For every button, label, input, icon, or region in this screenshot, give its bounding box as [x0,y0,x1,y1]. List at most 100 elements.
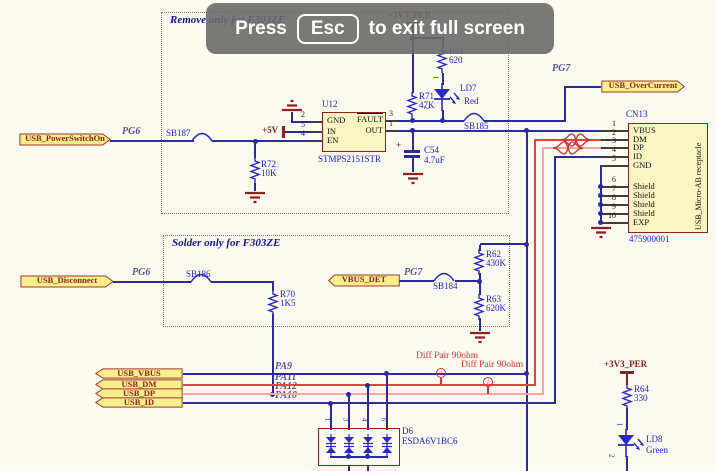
cn13-pin4-lead [600,156,628,158]
wire-r61-ld7 [442,73,444,85]
diffpair-annotation-1: Diff Pair 90ohm [416,351,479,361]
port-vbus-det-label: VBUS_DET [341,274,387,284]
resistor-r62[interactable] [473,249,485,275]
cn13-pin3-lead [600,147,628,149]
fullscreen-toast: Press Esc to exit full screen [206,3,554,54]
ld8-ref: LD8 [646,434,663,444]
u12-pin2-number: 2 [301,110,305,119]
u12-pin1-lead [386,130,398,132]
port-usb-disconnect-label: USB_Disconnect [36,275,98,285]
wire-r62-stub [479,245,481,251]
u12-ref: U12 [322,99,338,109]
port-usb-id[interactable]: USB_ID [95,397,183,408]
wire-en-1 [110,140,194,142]
port-usb-overcurrent[interactable]: USB_OverCurrent [601,80,685,93]
diffpair-directive-1[interactable]: i [436,368,446,378]
wire-cn13-dm [535,139,601,141]
gnd-symbol-r72 [243,191,267,205]
port-usb-vbus-label: USB_VBUS [117,368,161,378]
cn13-pin-vbus: VBUS [633,125,656,135]
r72-ref: R72 [261,159,277,169]
cn13-pin-exp: EXP [633,217,650,227]
wire-out-vbus [398,130,601,132]
junction-d6-id [328,401,333,406]
net-label-pa9: PA9 [275,361,293,372]
cn13-pin-dm: DM [633,134,647,144]
junction-shield-8 [598,202,603,207]
port-usb-overcurrent-label: USB_OverCurrent [608,80,678,90]
cn13-pin10-lead [600,222,628,224]
wire-dp-riser [542,147,544,395]
component-u12[interactable] [322,112,386,152]
net-label-pa12: PA12 [275,381,298,392]
c54-ref: C54 [424,145,440,155]
cn13-pin-id: ID [633,151,642,161]
r64-value: 330 [634,393,648,403]
r72-value: 10K [261,168,277,178]
cap-c54-plate1[interactable] [404,150,420,153]
r62-value: 430K [486,258,506,268]
component-d6-box[interactable] [318,428,400,466]
port-vbus-det[interactable]: VBUS_DET [328,274,400,287]
led-ld7[interactable] [432,83,460,111]
port-usb-powerswitchon[interactable]: USB_PowerSwitchOn [19,133,111,146]
sb184-label: SB184 [433,281,458,291]
d6-ref: D6 [402,426,413,436]
sb186-label: SB186 [186,269,211,279]
port-usb-dp[interactable]: USB_DP [95,388,183,399]
port-usb-dm[interactable]: USB_DM [95,379,183,390]
resistor-r71[interactable] [406,92,418,118]
wire-en-2 [212,140,310,142]
d6-internal-rail [330,456,388,458]
wire-r70-top [272,281,274,291]
d6-diode-pair-3 [361,434,375,456]
ld7-pin2-number: 2 [422,105,431,110]
wire-disc-2 [211,281,274,283]
gnd-symbol-c54 [401,172,425,186]
junction-shield-7 [598,193,603,198]
resistor-r64[interactable] [621,384,633,410]
resistor-r63[interactable] [473,294,485,320]
cn13-pin-shield1: Shield [633,181,655,191]
wire-ld7-fault [442,110,444,122]
port-usb-dm-label: USB_DM [121,379,157,389]
cn13-ref: CN13 [626,109,648,119]
wire-id-riser [554,156,556,404]
wire-r63-bot [479,318,481,331]
component-cn13[interactable] [628,123,708,233]
c54-value: 4.7uF [424,155,445,165]
u12-pin3-number: 3 [389,109,393,118]
wire-5v-in [285,131,310,133]
power-5v-label: +5V [262,125,279,135]
port-usb-vbus[interactable]: USB_VBUS [95,368,183,379]
r71-value: 47K [419,100,435,110]
cn13-pin1-number: 1 [612,119,616,128]
wire-r72-bottom [254,183,256,191]
region-solder-only-label: Solder only for F303ZE [172,237,281,249]
net-label-pa10: PA10 [275,390,298,401]
port-usb-disconnect[interactable]: USB_Disconnect [20,275,114,288]
cn13-pin10-number: 10 [608,211,616,220]
cn13-pin9-number: 9 [612,202,616,211]
diffpair-annotation-2: Diff Pair 90ohm [461,360,524,370]
wire-r62-top-h [480,243,527,245]
cn13-pin2-number: 2 [612,128,616,137]
junction-d6-vbus [384,371,389,376]
resistor-r72[interactable] [249,157,261,183]
junction-d6-rail-2 [365,454,370,459]
net-label-pg6-bottom: PG6 [132,267,151,278]
cap-c54-plate2[interactable] [404,155,420,158]
diffpair-stub-1 [440,378,442,385]
resistor-r70[interactable] [267,290,279,316]
u12-pin-out: OUT [365,125,383,135]
d6-diode-pair-1 [324,434,338,456]
diffpair-directive-2[interactable]: i [483,377,493,387]
solder-bridge-sb187[interactable] [191,132,213,142]
cn13-pin-shield2: Shield [633,190,655,200]
wire-overcurrent-riser [564,86,566,122]
cn13-pin8-number: 8 [612,193,616,202]
cn13-pin-shield4: Shield [633,208,655,218]
cn13-pin9-lead [600,213,628,215]
diffpair-twist-icon-2 [553,141,583,155]
led-ld8[interactable] [616,429,644,457]
